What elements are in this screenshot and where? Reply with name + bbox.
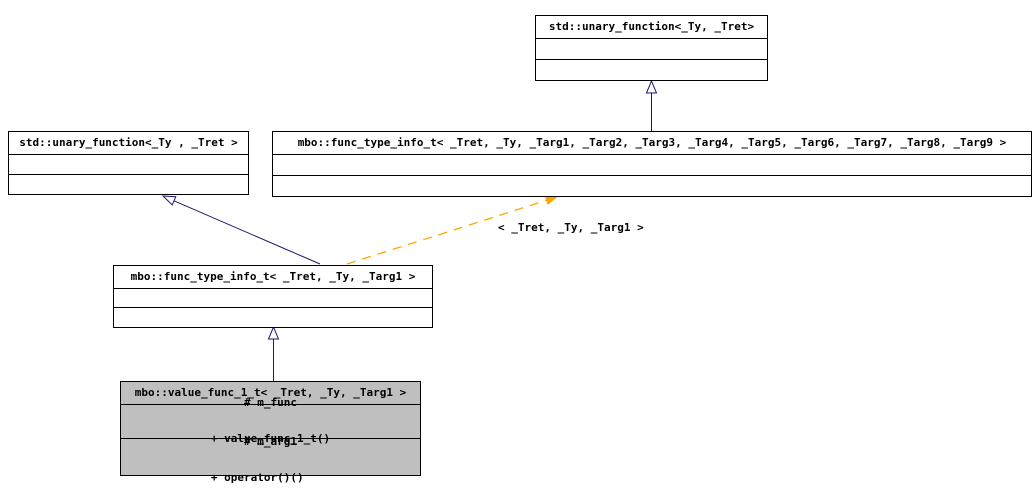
inheritance-edge-right bbox=[645, 79, 658, 131]
method-operator-call: + operator()() bbox=[210, 470, 304, 484]
methods-compartment-empty bbox=[273, 175, 1031, 196]
inheritance-edge-left bbox=[161, 195, 321, 265]
class-title: std::unary_function<_Ty , _Tret > bbox=[19, 136, 238, 149]
class-box-value-func-1-t[interactable]: mbo::value_func_1_t< _Tret, _Ty, _Targ1 … bbox=[120, 381, 421, 484]
attribute-m-func: # m_func bbox=[244, 395, 297, 409]
class-title: mbo::func_type_info_t< _Tret, _Ty, _Targ… bbox=[297, 136, 1007, 149]
attributes-compartment-empty bbox=[9, 154, 248, 174]
class-box-std-unary-function-top[interactable]: std::unary_function<_Ty, _Tret> bbox=[535, 15, 768, 81]
attributes-compartment-empty bbox=[114, 288, 432, 307]
methods-compartment: + value_func_1_t() + operator()() bbox=[121, 432, 420, 484]
template-instantiation-label: < _Tret, _Ty, _Targ1 > bbox=[498, 221, 644, 234]
class-title: std::unary_function<_Ty, _Tret> bbox=[548, 20, 755, 33]
methods-compartment-empty bbox=[9, 174, 248, 194]
class-box-func-type-info-targ1[interactable]: mbo::func_type_info_t< _Tret, _Ty, _Targ… bbox=[113, 265, 433, 328]
class-box-std-unary-function-left[interactable]: std::unary_function<_Ty , _Tret > bbox=[8, 131, 249, 195]
methods-compartment-empty bbox=[536, 59, 767, 80]
class-title: mbo::func_type_info_t< _Tret, _Ty, _Targ… bbox=[130, 270, 416, 283]
class-box-func-type-info-generic[interactable]: mbo::func_type_info_t< _Tret, _Ty, _Targ… bbox=[272, 131, 1032, 197]
attributes-compartment: # m_func # m_arg1 bbox=[121, 396, 420, 448]
methods-compartment-empty bbox=[114, 307, 432, 327]
class-title: mbo::value_func_1_t< _Tret, _Ty, _Targ1 … bbox=[134, 386, 407, 399]
method-constructor: + value_func_1_t() bbox=[210, 431, 331, 445]
attributes-compartment-empty bbox=[273, 154, 1031, 175]
attributes-compartment-empty bbox=[536, 38, 767, 59]
attribute-m-arg1: # m_arg1 bbox=[244, 434, 297, 448]
